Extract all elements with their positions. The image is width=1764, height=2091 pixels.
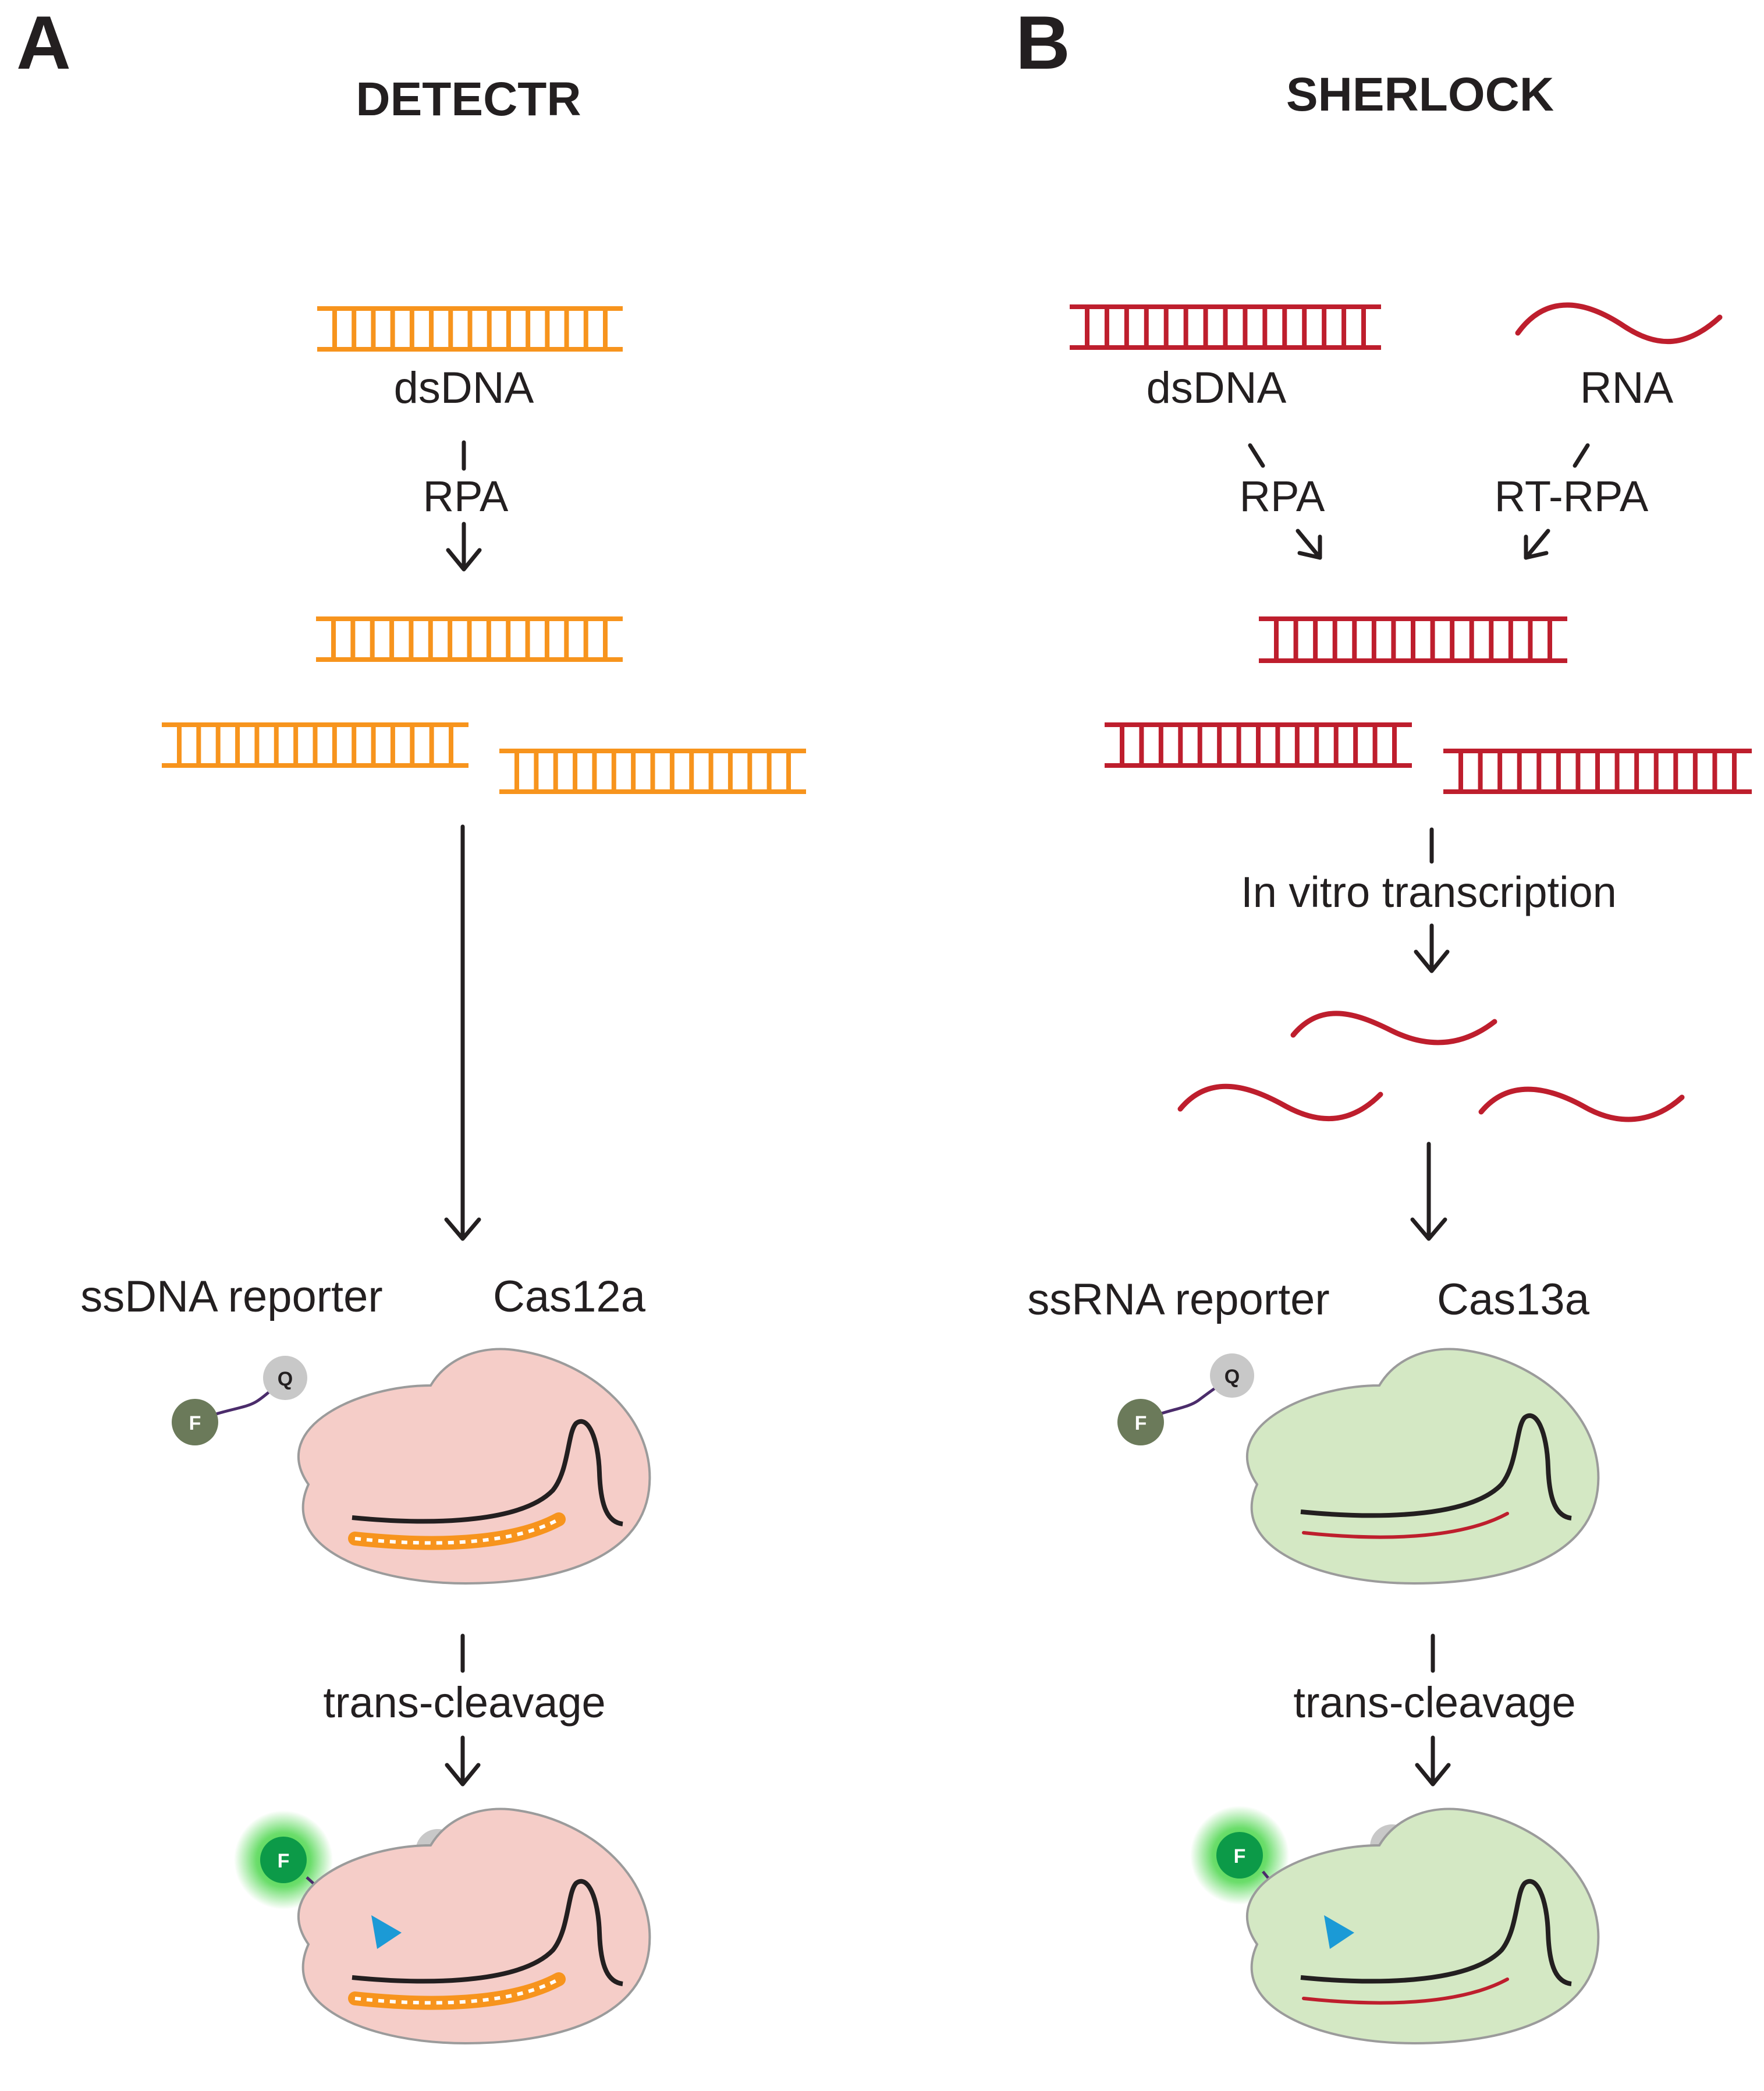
- transcription-label: In vitro transcription: [1241, 868, 1617, 916]
- rna-strand: [1515, 302, 1723, 345]
- down-arrow: [1414, 923, 1450, 973]
- active-cas12a-complex: [297, 1808, 651, 2045]
- panel-a-letter: A: [16, 0, 71, 85]
- crrna-guide: [1300, 1413, 1572, 1521]
- reporter-label: ssDNA reporter: [80, 1272, 383, 1321]
- rna-transcript: [1290, 1011, 1497, 1046]
- enzyme-label: Cas13a: [1437, 1275, 1590, 1324]
- cleavage-site-icon: [1324, 1915, 1354, 1949]
- down-left-arrow: [1524, 529, 1550, 560]
- down-arrow: [444, 824, 481, 1241]
- target-rna: [1302, 1977, 1509, 2005]
- fluorophore-icon: [1117, 1399, 1164, 1445]
- dsdna-strand: [317, 306, 623, 352]
- down-arrow: [445, 1735, 481, 1787]
- quencher-icon: [263, 1356, 307, 1400]
- rna-label: RNA: [1580, 363, 1674, 413]
- rna-transcript: [1478, 1086, 1685, 1122]
- fluorophore-letter: F: [278, 1850, 290, 1872]
- dsdna-strand: [1070, 304, 1381, 350]
- panel-a: A DETECTR dsDNA RPA ssDNA reporter Cas12…: [16, 0, 806, 2045]
- panel-a-title: DETECTR: [356, 73, 581, 126]
- crrna-guide: [352, 1419, 623, 1526]
- quencher-letter: Q: [278, 1368, 293, 1390]
- step-line: [1248, 443, 1265, 468]
- crrna-guide: [352, 1879, 623, 1986]
- active-cas13a-complex: [1246, 1808, 1600, 2045]
- amplified-dsdna-1: [316, 616, 623, 662]
- dsdna-label: dsDNA: [394, 363, 534, 413]
- cleavage-site-icon: [371, 1915, 402, 1949]
- amplified-dsdna-3: [499, 749, 806, 794]
- cas12a-complex: [297, 1348, 651, 1585]
- dsdna-label: dsDNA: [1147, 363, 1287, 413]
- fluorophore-icon: [260, 1837, 307, 1883]
- step-line: [1573, 443, 1590, 468]
- fluorophore-letter: F: [1234, 1845, 1246, 1867]
- cleavage-label: trans-cleavage: [323, 1678, 605, 1727]
- intact-reporter: F Q: [1117, 1353, 1254, 1445]
- quencher-icon: [1210, 1353, 1254, 1398]
- cleavage-label: trans-cleavage: [1293, 1678, 1575, 1727]
- reporter-label: ssRNA reporter: [1027, 1275, 1330, 1324]
- amplified-dsdna-2: [162, 722, 468, 768]
- fluorophore-icon: [1216, 1832, 1263, 1879]
- fluorophore-letter: F: [189, 1412, 201, 1434]
- cas13a-protein: [1246, 1808, 1600, 2045]
- down-arrow: [446, 522, 482, 572]
- intact-reporter: F Q: [172, 1356, 307, 1445]
- rt-rpa-label: RT-RPA: [1495, 472, 1649, 520]
- panel-b: B SHERLOCK dsDNA RNA RPA RT-RPA In vitro…: [1016, 0, 1752, 2045]
- quencher-letter: Q: [1224, 1366, 1240, 1388]
- cas13a-complex: [1246, 1348, 1600, 1585]
- target-rna: [1302, 1512, 1509, 1539]
- rpa-label: RPA: [423, 472, 509, 520]
- cas13a-protein: [1246, 1348, 1600, 1585]
- panel-b-title: SHERLOCK: [1286, 68, 1554, 121]
- panel-b-letter: B: [1016, 0, 1070, 85]
- rpa-label: RPA: [1240, 472, 1325, 520]
- amplified-dsdna-3: [1443, 749, 1752, 794]
- amplified-dsdna-1: [1259, 616, 1567, 663]
- enzyme-label: Cas12a: [493, 1272, 646, 1321]
- crrna-guide: [1300, 1879, 1572, 1986]
- down-arrow: [1415, 1735, 1451, 1787]
- fluorophore-icon: [172, 1399, 218, 1445]
- fluorophore-letter: F: [1135, 1412, 1147, 1434]
- rna-transcript: [1177, 1083, 1383, 1122]
- down-arrow: [1410, 1142, 1447, 1241]
- amplified-dsdna-2: [1105, 722, 1412, 768]
- down-right-arrow: [1296, 529, 1322, 560]
